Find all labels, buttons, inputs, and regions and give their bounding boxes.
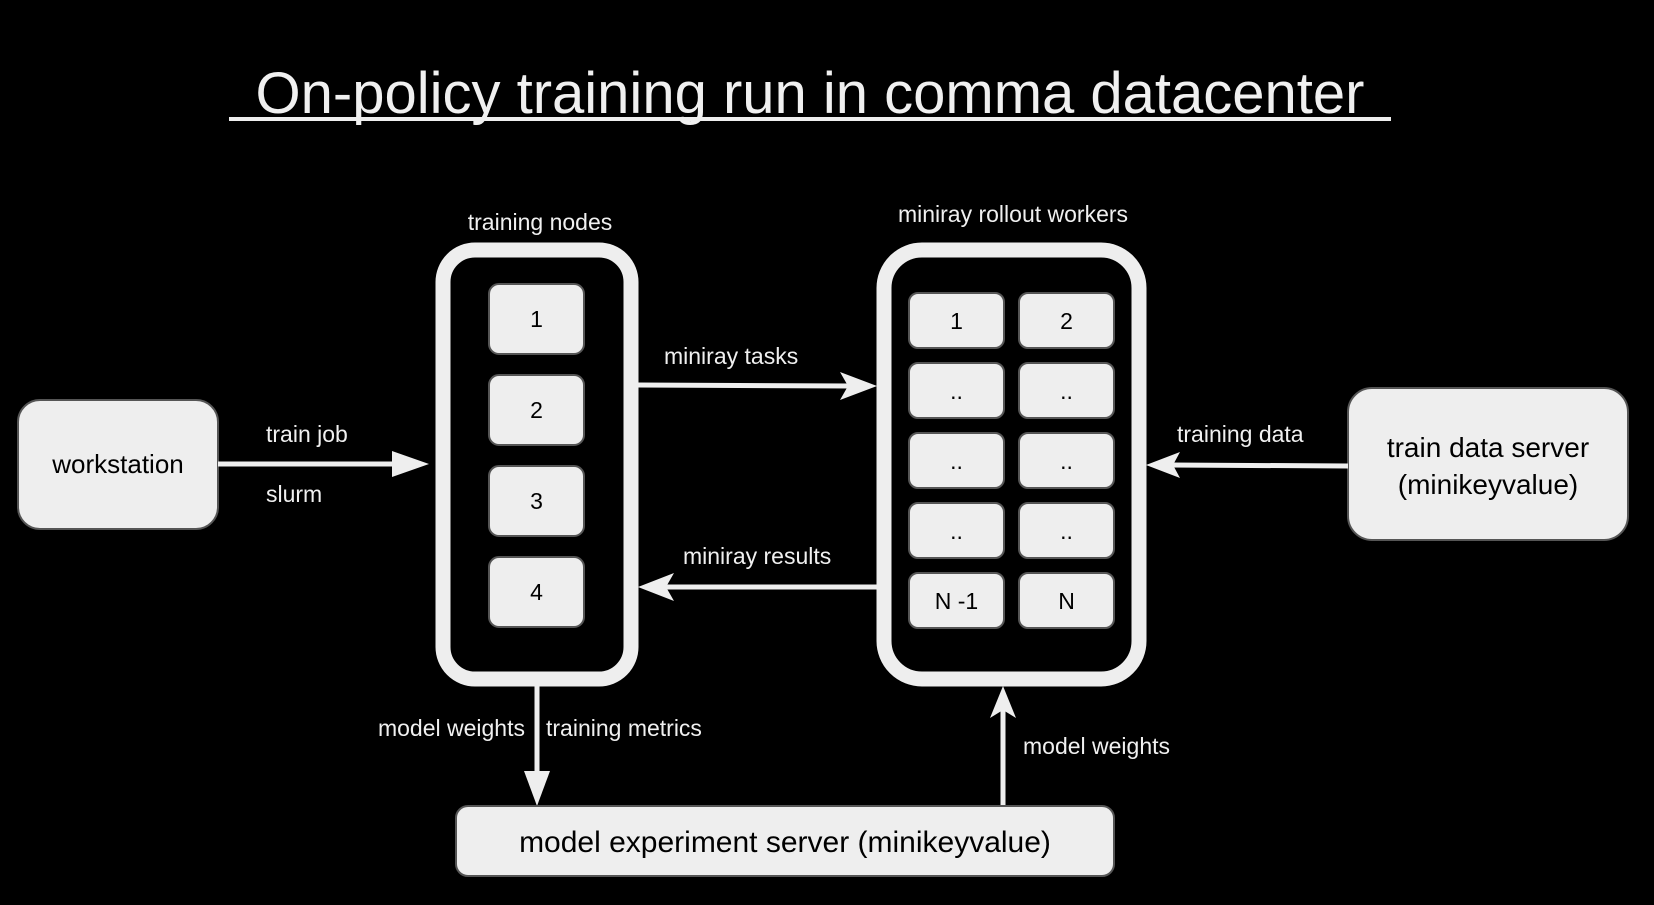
training-data-label: training data (1177, 421, 1304, 447)
edge-training-data: training data (1146, 421, 1349, 478)
rollout-workers-container (876, 242, 1147, 687)
model-experiment-server-box (455, 805, 1115, 877)
worker-cell: .. (908, 502, 1005, 559)
diagram-title: On-policy training run in comma datacent… (256, 61, 1365, 126)
rollout-workers-group: miniray rollout workers 1 2 .. .. .. .. (876, 201, 1147, 687)
miniray-results-label: miniray results (683, 543, 831, 569)
arrowhead-up-icon (990, 686, 1016, 718)
rollout-workers-label: miniray rollout workers (898, 201, 1128, 227)
worker-box (908, 572, 1005, 629)
worker-cell: .. (1018, 502, 1115, 559)
worker-cell: 1 (908, 292, 1005, 349)
worker-label: .. (950, 518, 963, 544)
training-node-2: 2 (488, 374, 585, 446)
worker-cell: N (1018, 572, 1115, 629)
training-node-box (488, 374, 585, 446)
workstation-label: workstation (51, 449, 184, 479)
train-job-label: train job (266, 421, 348, 447)
worker-box (908, 502, 1005, 559)
worker-label: 2 (1060, 308, 1073, 334)
worker-box (908, 362, 1005, 419)
arrowhead-left-icon (1146, 452, 1180, 478)
worker-cell: .. (1018, 432, 1115, 489)
training-node-box (488, 556, 585, 628)
edge-miniray-results: miniray results (638, 543, 877, 601)
worker-label: .. (1060, 448, 1073, 474)
train-data-server-node: train data server (minikeyvalue) (1347, 387, 1629, 541)
train-data-server-box (1347, 387, 1629, 541)
worker-box (1018, 432, 1115, 489)
worker-label: .. (950, 448, 963, 474)
worker-cell: .. (908, 362, 1005, 419)
training-node-box (488, 283, 585, 355)
model-weights-up-label: model weights (1023, 733, 1170, 759)
model-weights-down-label: model weights (378, 715, 525, 741)
worker-label: 1 (950, 308, 963, 334)
edge-train-job: train job slurm (218, 421, 429, 507)
training-node-label: 2 (530, 397, 543, 423)
edge-miniray-tasks: miniray tasks (637, 343, 877, 400)
training-node-label: 3 (530, 488, 543, 514)
training-node-1: 1 (488, 283, 585, 355)
worker-cell: 2 (1018, 292, 1115, 349)
worker-label: .. (950, 378, 963, 404)
worker-label: .. (1060, 518, 1073, 544)
slurm-label: slurm (266, 481, 322, 507)
worker-label: N (1058, 588, 1075, 614)
training-node-box (488, 465, 585, 537)
training-metrics-label: training metrics (546, 715, 702, 741)
training-node-label: 4 (530, 579, 543, 605)
worker-box (908, 432, 1005, 489)
miniray-tasks-line (637, 382, 851, 389)
model-experiment-server-node: model experiment server (minikeyvalue) (455, 805, 1115, 877)
training-node-3: 3 (488, 465, 585, 537)
train-data-server-label-line1: train data server (1387, 432, 1589, 463)
training-data-line (1169, 462, 1349, 469)
miniray-tasks-label: miniray tasks (664, 343, 798, 369)
worker-cell: .. (1018, 362, 1115, 419)
worker-cell: .. (908, 432, 1005, 489)
worker-cell: N -1 (908, 572, 1005, 629)
model-experiment-server-label: model experiment server (minikeyvalue) (519, 826, 1051, 859)
worker-box (1018, 292, 1115, 349)
training-nodes-group: training nodes 1 2 3 4 (435, 209, 639, 687)
worker-label: N -1 (935, 588, 978, 614)
worker-box (1018, 572, 1115, 629)
worker-box (1018, 502, 1115, 559)
edge-model-weights-up: model weights (990, 686, 1170, 806)
arrowhead-left-icon (638, 573, 674, 601)
training-node-4: 4 (488, 556, 585, 628)
arrowhead-right-icon (840, 372, 877, 400)
title-underline (229, 117, 1391, 121)
arrowhead-right-icon (392, 451, 429, 477)
edge-model-weights-down: model weights training metrics (378, 686, 702, 806)
arrowhead-down-icon (524, 771, 550, 806)
training-nodes-label: training nodes (468, 209, 613, 235)
worker-label: .. (1060, 378, 1073, 404)
workstation-node: workstation (17, 399, 219, 530)
training-node-label: 1 (530, 306, 543, 332)
worker-box (908, 292, 1005, 349)
train-data-server-label-line2: (minikeyvalue) (1398, 469, 1579, 500)
worker-box (1018, 362, 1115, 419)
